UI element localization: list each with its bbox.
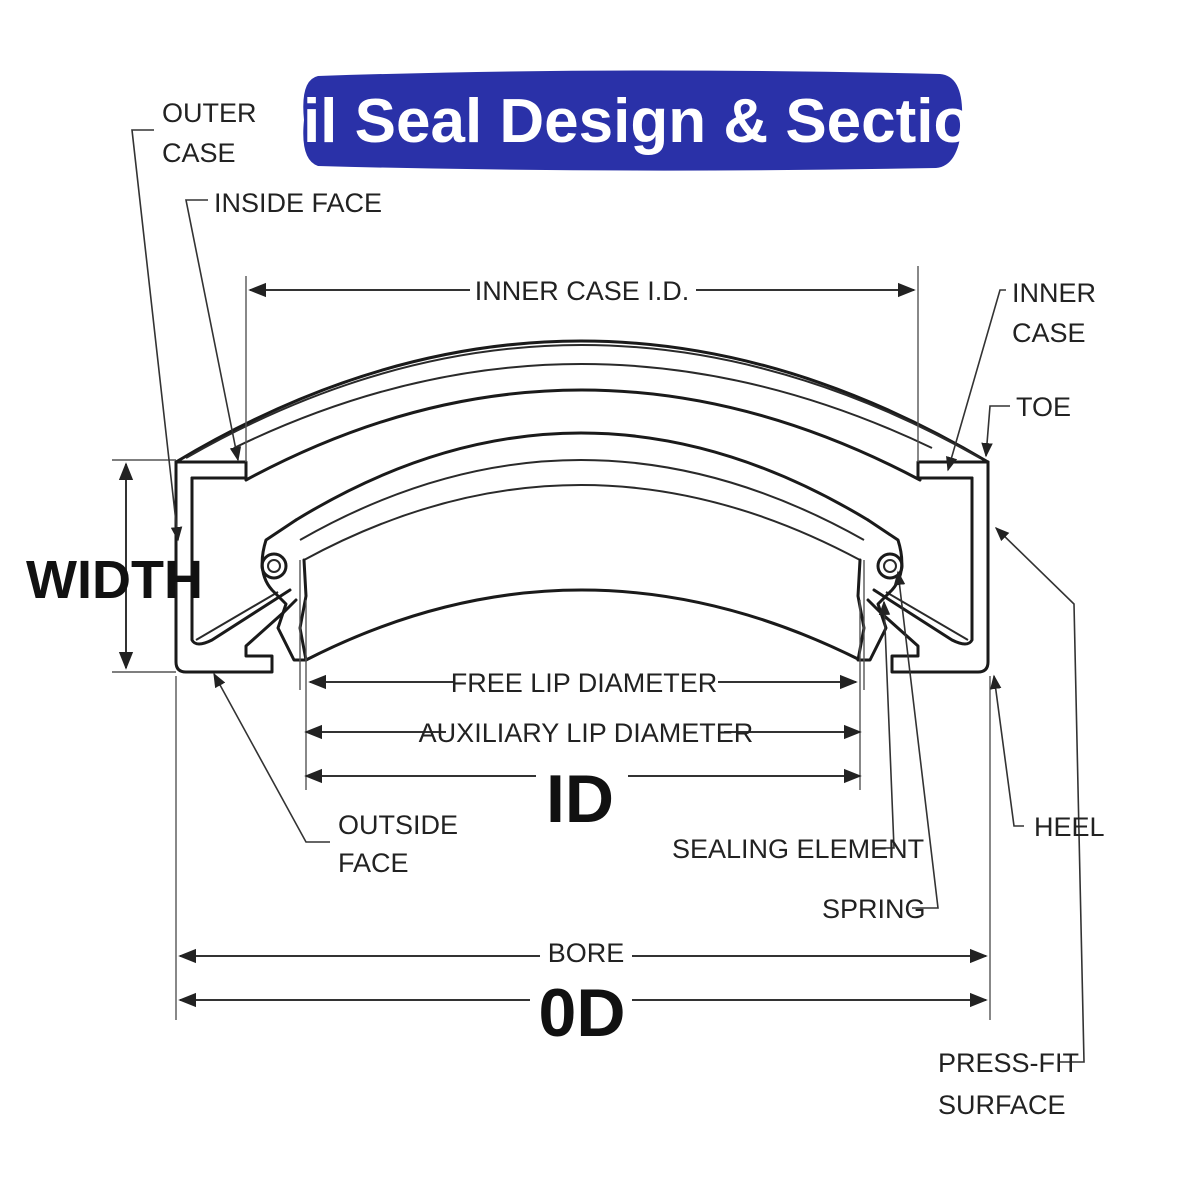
label-outer-case-line2: CASE [162, 138, 236, 168]
label-inner-case-line1: INNER [1012, 278, 1096, 308]
label-heel: HEEL [1034, 812, 1105, 842]
page-title: Oil Seal Design & Section [255, 87, 1010, 156]
part-labels: OUTER CASE INSIDE FACE INNER CASE I.D. I… [26, 98, 1105, 1120]
label-spring: SPRING [822, 894, 926, 924]
label-free-lip-diameter: FREE LIP DIAMETER [451, 668, 718, 698]
label-id: ID [546, 761, 614, 837]
dimension-lines [118, 282, 988, 1008]
seal-section-drawing [174, 339, 990, 674]
label-press-fit-line2: SURFACE [938, 1090, 1066, 1120]
label-inner-case-line2: CASE [1012, 318, 1086, 348]
leader-lines [131, 129, 1085, 1063]
title-banner: Oil Seal Design & Section [255, 70, 1010, 171]
label-sealing-element: SEALING ELEMENT [672, 834, 924, 864]
label-press-fit-line1: PRESS-FIT [938, 1048, 1079, 1078]
label-toe: TOE [1016, 392, 1071, 422]
label-bore: BORE [548, 938, 625, 968]
label-outer-case-line1: OUTER [162, 98, 257, 128]
label-inner-case-id: INNER CASE I.D. [475, 276, 690, 306]
label-outside-face-line2: FACE [338, 848, 409, 878]
label-outside-face-line1: OUTSIDE [338, 810, 458, 840]
extension-lines [112, 266, 991, 1020]
label-od: 0D [539, 975, 626, 1051]
label-inside-face: INSIDE FACE [214, 188, 382, 218]
label-auxiliary-lip-diameter: AUXILIARY LIP DIAMETER [419, 718, 754, 748]
label-width: WIDTH [26, 550, 203, 610]
